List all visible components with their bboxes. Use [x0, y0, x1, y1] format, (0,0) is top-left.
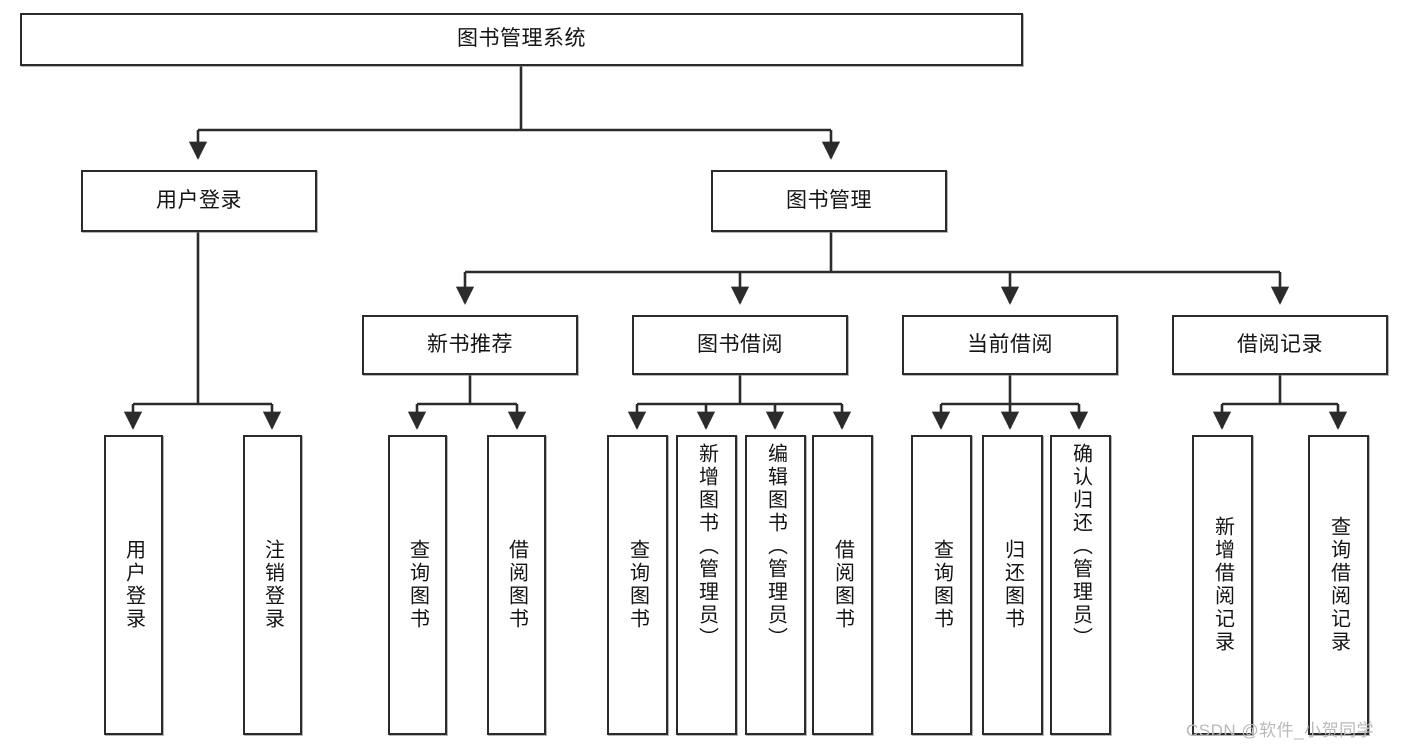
leaf-borrow-add-book-admin[interactable]: 新增图书（管理员）: [676, 435, 737, 735]
node-label: 查询图书: [930, 539, 953, 631]
leaf-borrow-query-book[interactable]: 查询图书: [607, 435, 668, 735]
node-borrowing-record[interactable]: 借阅记录: [1172, 315, 1388, 375]
node-user-login[interactable]: 用户登录: [81, 170, 317, 232]
watermark-text: CSDN @软件_小贺同学: [1186, 721, 1375, 740]
node-book-borrowing[interactable]: 图书借阅: [632, 315, 848, 375]
node-label: 查询借阅记录: [1327, 516, 1350, 654]
leaf-borrow-edit-book-admin[interactable]: 编辑图书（管理员）: [745, 435, 806, 735]
node-label: 用户登录: [122, 539, 145, 631]
leaf-current-return-book[interactable]: 归还图书: [982, 435, 1043, 735]
node-label: 新书推荐: [427, 332, 513, 356]
leaf-user-login-signout[interactable]: 注销登录: [243, 435, 302, 735]
node-label: 查询图书: [406, 539, 429, 631]
node-label: 新增图书（管理员）: [695, 443, 718, 650]
node-current-borrowing[interactable]: 当前借阅: [902, 315, 1118, 375]
node-label: 查询图书: [626, 539, 649, 631]
node-label: 注销登录: [261, 539, 284, 631]
node-label: 归还图书: [1001, 539, 1024, 631]
node-root-book-management-system[interactable]: 图书管理系统: [20, 13, 1023, 66]
node-label: 借阅图书: [505, 539, 528, 631]
node-label: 确认归还（管理员）: [1069, 443, 1092, 650]
leaf-user-login-signin[interactable]: 用户登录: [104, 435, 163, 735]
leaf-current-confirm-return-admin[interactable]: 确认归还（管理员）: [1050, 435, 1111, 735]
node-label: 编辑图书（管理员）: [764, 443, 787, 650]
node-label: 用户登录: [156, 188, 242, 212]
node-label: 借阅记录: [1237, 332, 1323, 356]
node-label: 新增借阅记录: [1211, 516, 1234, 654]
node-label: 图书管理: [786, 188, 872, 212]
node-book-management[interactable]: 图书管理: [711, 170, 947, 232]
node-label: 图书管理系统: [457, 27, 586, 51]
leaf-record-query-record[interactable]: 查询借阅记录: [1308, 435, 1369, 735]
node-label: 借阅图书: [831, 539, 854, 631]
node-label: 图书借阅: [697, 332, 783, 356]
leaf-recommend-query-book[interactable]: 查询图书: [388, 435, 447, 735]
leaf-recommend-borrow-book[interactable]: 借阅图书: [487, 435, 546, 735]
node-label: 当前借阅: [967, 332, 1053, 356]
node-new-book-recommendation[interactable]: 新书推荐: [362, 315, 578, 375]
leaf-borrow-borrow-book[interactable]: 借阅图书: [812, 435, 873, 735]
leaf-record-add-record[interactable]: 新增借阅记录: [1192, 435, 1253, 735]
leaf-current-query-book[interactable]: 查询图书: [911, 435, 972, 735]
